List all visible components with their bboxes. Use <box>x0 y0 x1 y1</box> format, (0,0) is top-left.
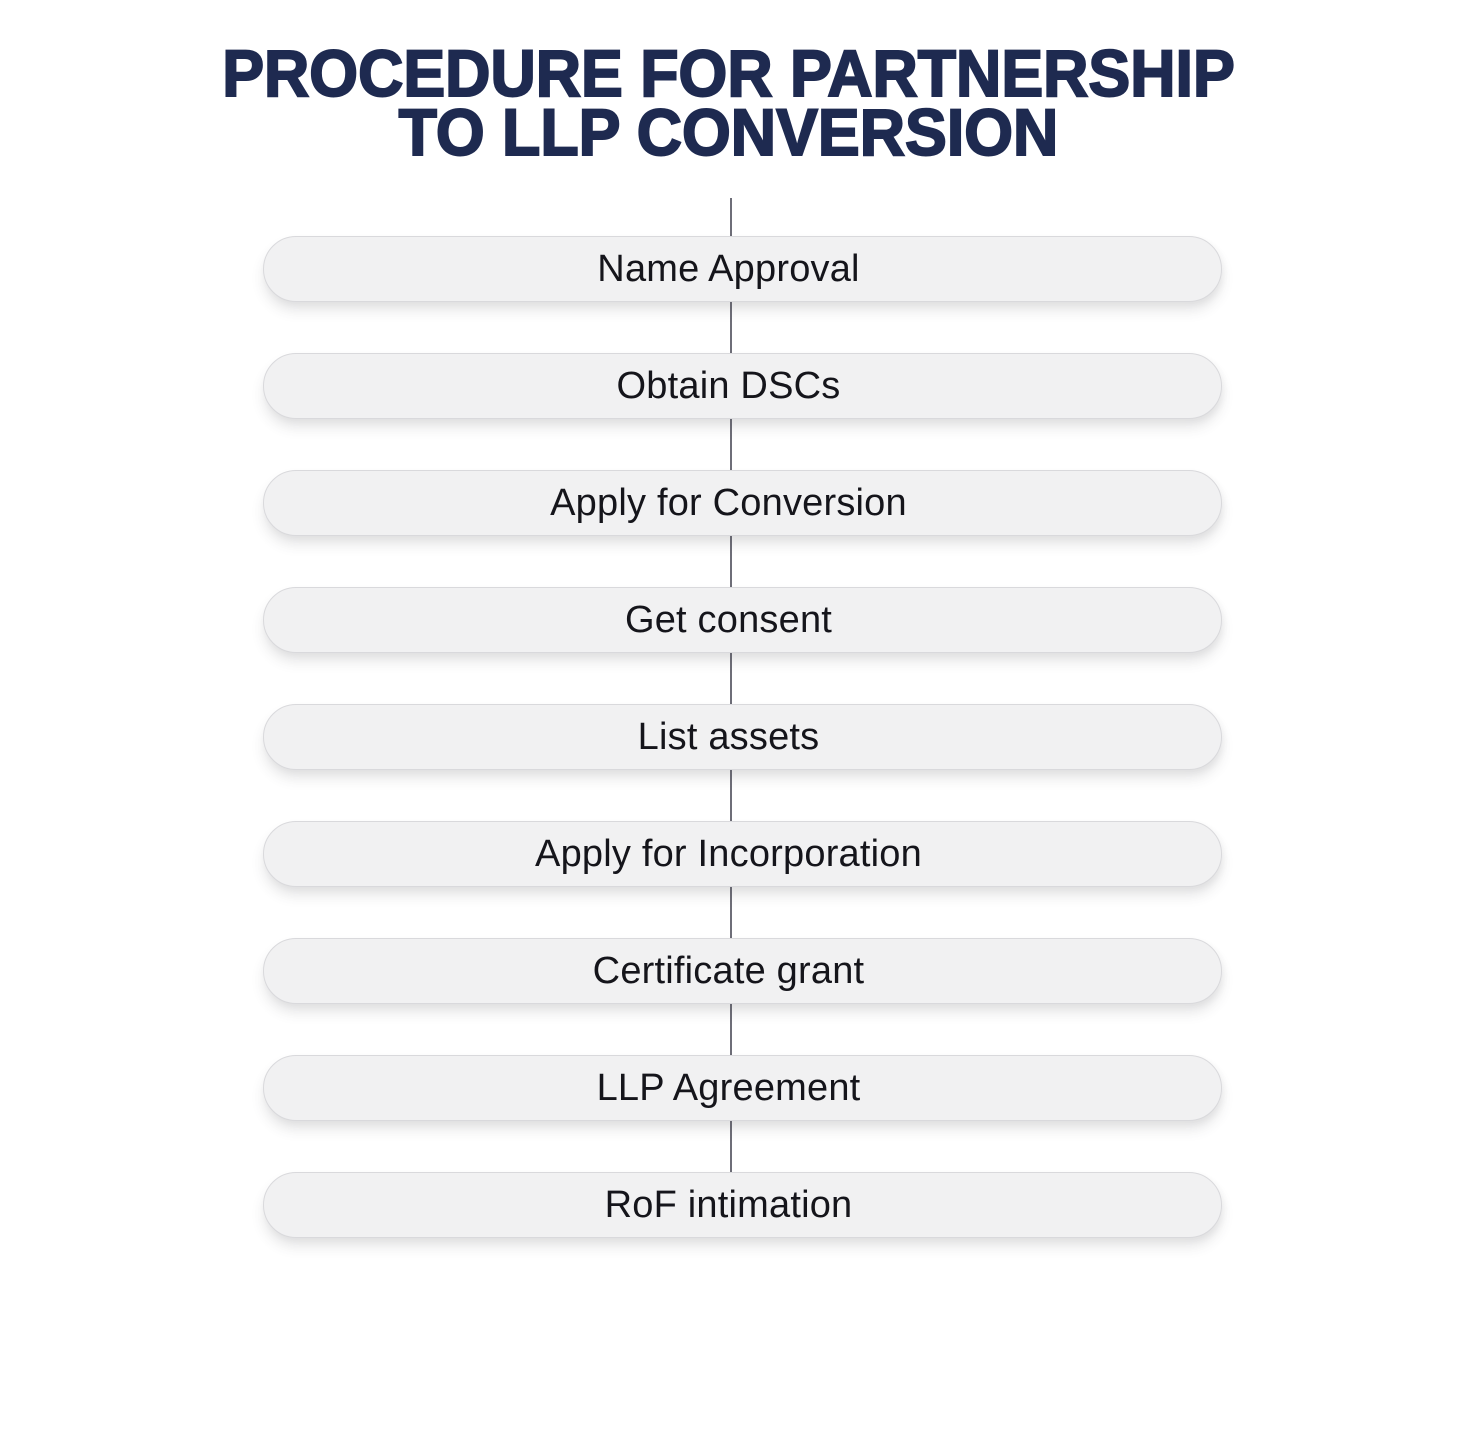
step-label: Certificate grant <box>592 949 865 992</box>
step-pill-llp-agreement: LLP Agreement <box>263 1055 1222 1121</box>
page-title: PROCEDURE FOR PARTNERSHIP TO LLP CONVERS… <box>36 36 1420 169</box>
step-pill-apply-for-incorporation: Apply for Incorporation <box>263 821 1222 887</box>
step-pill-certificate-grant: Certificate grant <box>263 938 1222 1004</box>
step-pill-name-approval: Name Approval <box>263 236 1222 302</box>
step-label: RoF intimation <box>604 1183 853 1226</box>
step-label: Apply for Conversion <box>550 481 907 524</box>
step-label: Obtain DSCs <box>616 364 841 407</box>
step-pill-list-assets: List assets <box>263 704 1222 770</box>
step-pill-apply-for-conversion: Apply for Conversion <box>263 470 1222 536</box>
flowchart: Name Approval Obtain DSCs Apply for Conv… <box>0 198 1457 1238</box>
step-label: Get consent <box>624 598 833 641</box>
step-pill-obtain-dscs: Obtain DSCs <box>263 353 1222 419</box>
title-line-1: PROCEDURE FOR PARTNERSHIP <box>221 36 1235 110</box>
title-line-2: TO LLP CONVERSION <box>398 95 1060 169</box>
connector-line <box>730 198 732 1208</box>
step-pill-get-consent: Get consent <box>263 587 1222 653</box>
step-pill-rof-intimation: RoF intimation <box>263 1172 1222 1238</box>
step-label: LLP Agreement <box>596 1066 861 1109</box>
step-label: Apply for Incorporation <box>535 832 922 875</box>
step-label: Name Approval <box>597 247 860 290</box>
step-label: List assets <box>637 715 820 758</box>
